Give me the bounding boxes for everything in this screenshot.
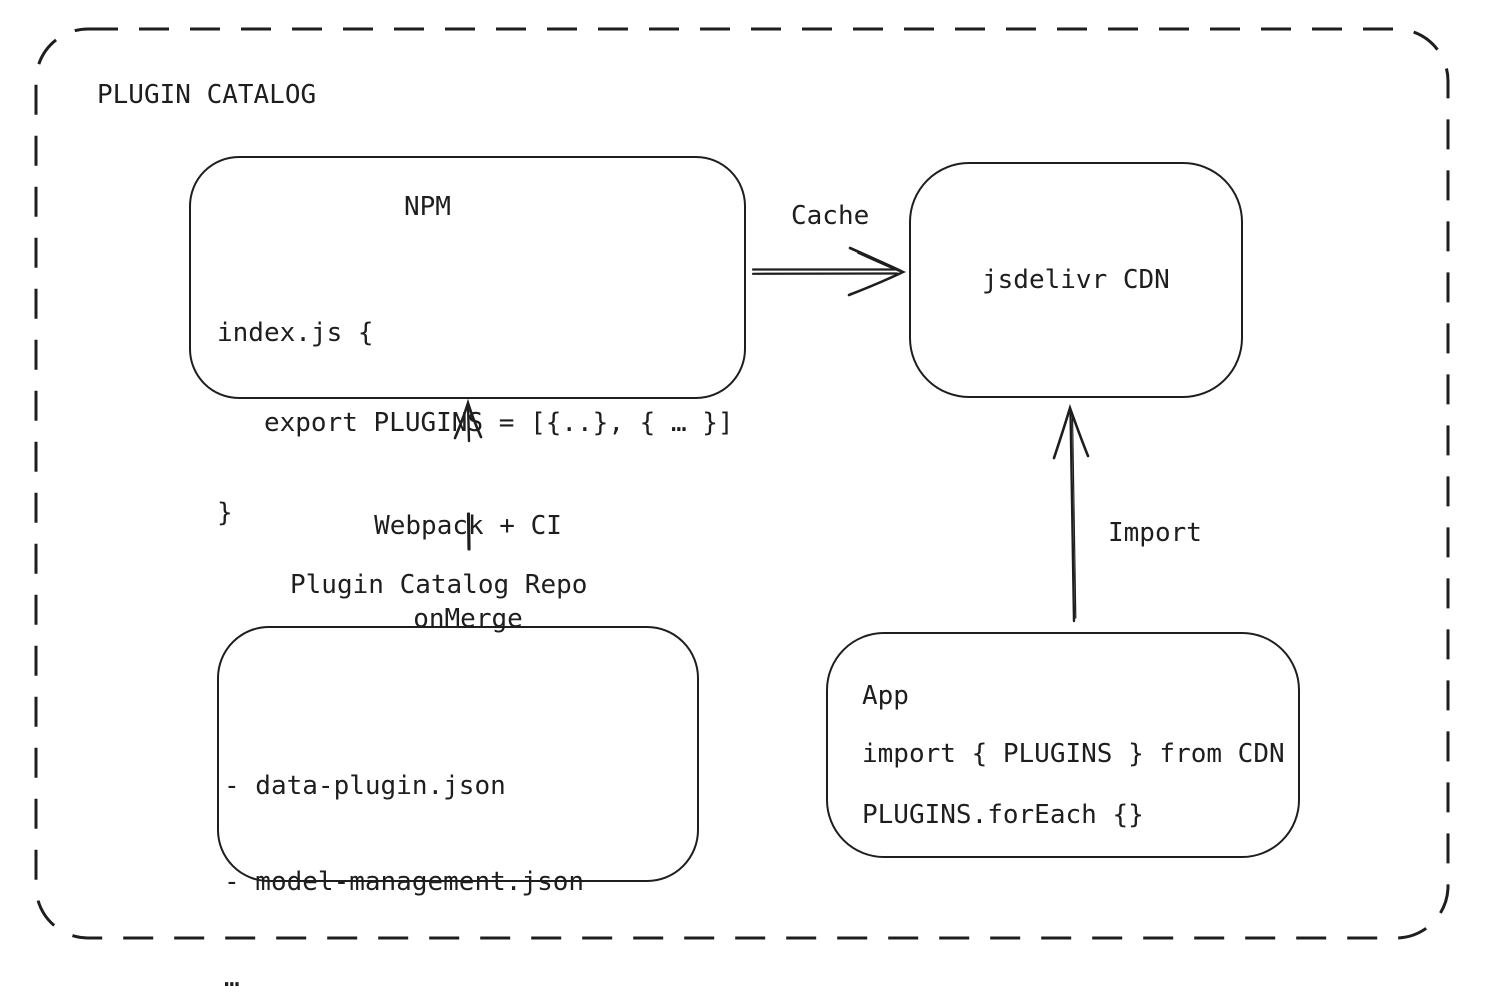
app-node-title: App xyxy=(862,681,909,711)
webpack-edge-label-line: Webpack + CI xyxy=(374,511,562,541)
npm-code-line: } xyxy=(217,498,233,528)
webpack-edge-label-line: onMerge xyxy=(413,604,523,634)
npm-code-block: index.js { export PLUGINS = [{..}, { … }… xyxy=(217,258,734,588)
cache-arrow xyxy=(751,246,907,297)
repo-node-label: Plugin Catalog Repo xyxy=(290,570,588,600)
repo-file-item: … xyxy=(224,963,240,993)
cache-edge-label: Cache xyxy=(791,201,870,231)
app-code-line: import { PLUGINS } from CDN xyxy=(862,739,1285,769)
cdn-node xyxy=(909,162,1243,398)
cdn-node-title: jsdelivr CDN xyxy=(982,265,1170,295)
import-edge-label: Import xyxy=(1108,518,1202,548)
npm-node xyxy=(189,156,746,399)
app-node xyxy=(826,632,1300,858)
repo-file-item: - data-plugin.json xyxy=(224,771,506,801)
npm-code-line: export PLUGINS = [{..}, { … }] xyxy=(217,408,734,438)
npm-node-title: NPM xyxy=(404,192,451,222)
import-arrow xyxy=(1052,403,1090,623)
npm-code-line: index.js { xyxy=(217,318,374,348)
repo-node xyxy=(217,626,699,882)
webpack-edge-label: Webpack + CI onMerge xyxy=(338,449,598,697)
repo-file-item: - model-management.json xyxy=(224,867,585,897)
app-code-line: PLUGINS.forEach {} xyxy=(862,800,1144,830)
diagram-title: PLUGIN CATALOG xyxy=(97,80,317,110)
repo-file-list: - data-plugin.json - model-management.js… xyxy=(224,706,584,1002)
